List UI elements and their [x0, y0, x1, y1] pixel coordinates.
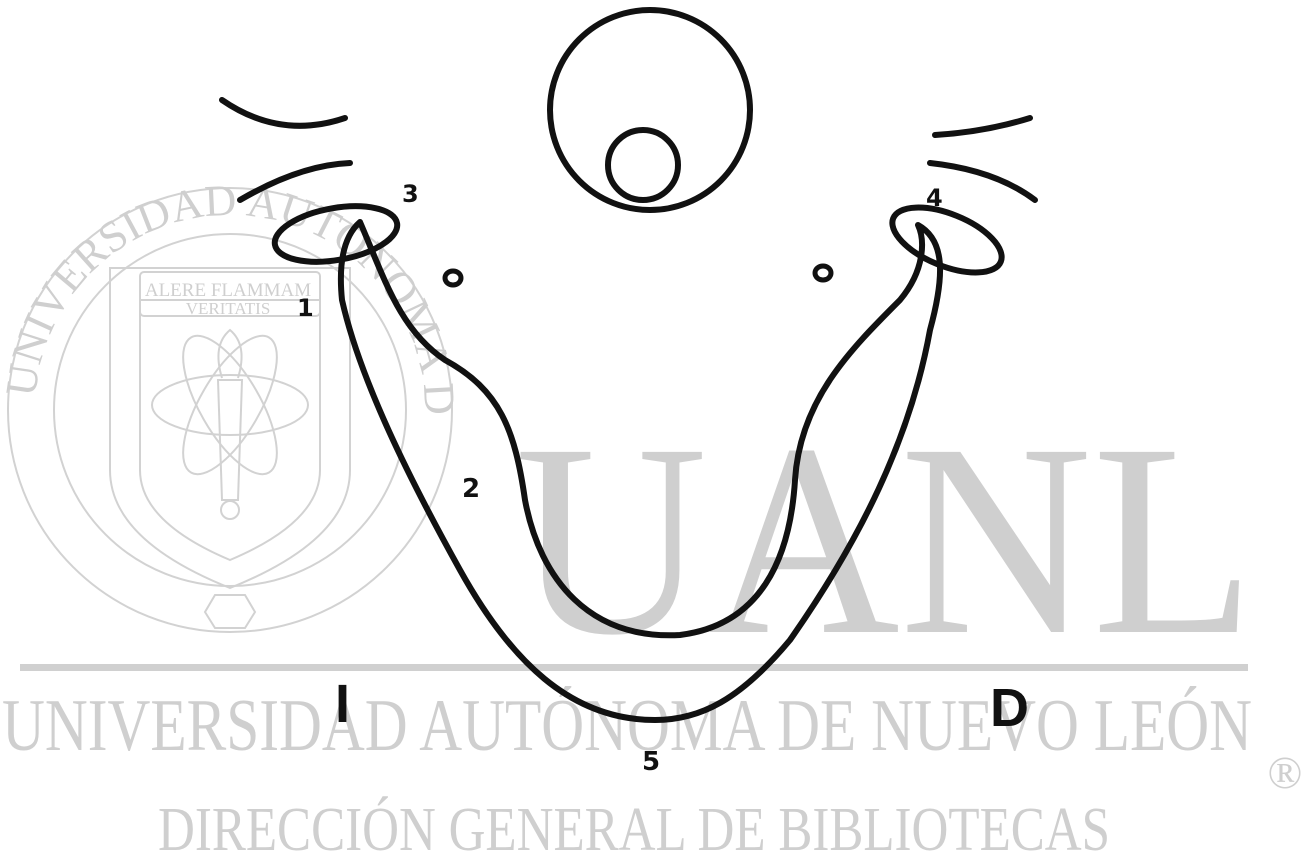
right-condyle — [883, 194, 1010, 286]
side-right-marker: D — [990, 678, 1029, 738]
head-outline — [550, 10, 750, 210]
seal-motto-line2: VERITATIS — [186, 299, 271, 318]
registered-mark-icon: ® — [1268, 747, 1303, 798]
left-foramen — [445, 271, 461, 285]
side-left-marker: I — [335, 674, 350, 734]
label-5: 5 — [642, 747, 660, 777]
label-2: 2 — [462, 474, 480, 504]
left-upper-arc — [222, 100, 345, 126]
university-name: UNIVERSIDAD AUTÓNOMA DE NUEVO LEÓN — [2, 685, 1252, 767]
label-1: 1 — [297, 294, 314, 322]
label-3: 3 — [402, 180, 419, 208]
uanl-letters: UANL — [515, 388, 1255, 692]
right-foramen — [815, 266, 831, 280]
inner-circle — [608, 130, 678, 200]
right-upper-arc — [935, 118, 1030, 135]
watermark-rule — [20, 664, 1248, 671]
department-name: DIRECCIÓN GENERAL DE BIBLIOTECAS — [158, 796, 1110, 860]
right-lower-arc — [930, 163, 1035, 200]
label-4: 4 — [926, 184, 943, 212]
seal-motto-line1: ALERE FLAMMAM — [145, 280, 311, 301]
